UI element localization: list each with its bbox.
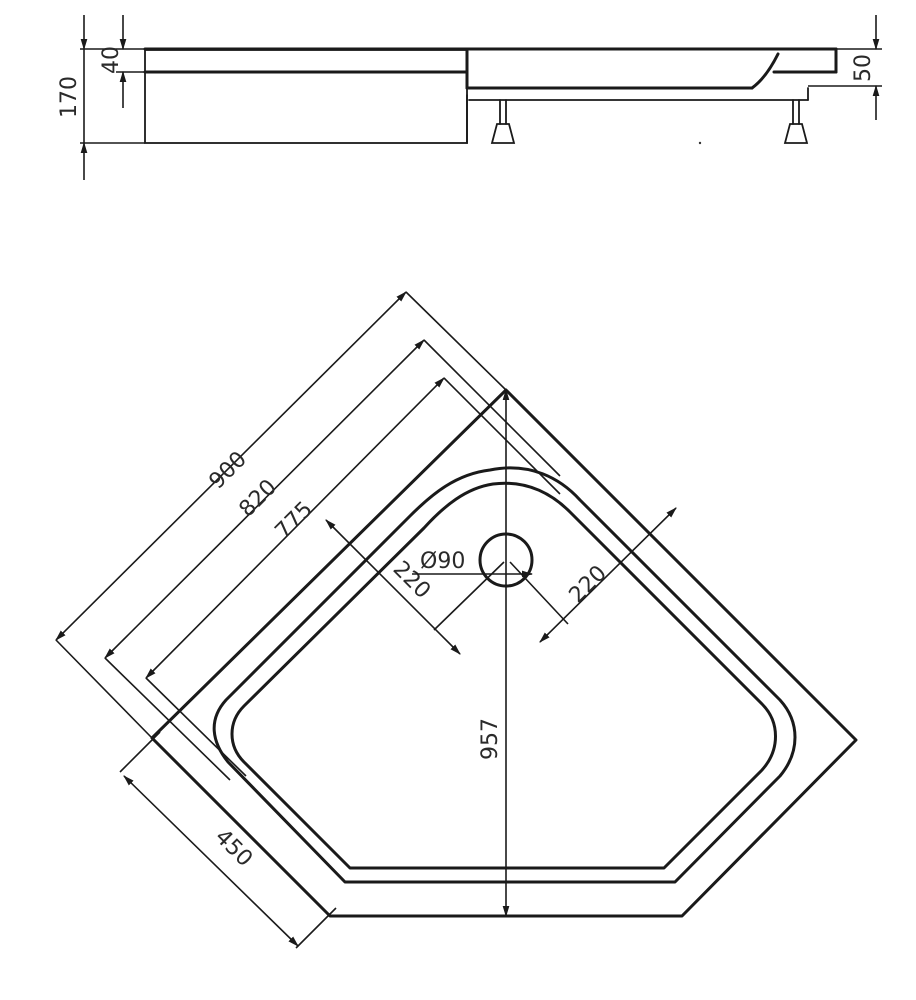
label-900: 900 — [205, 447, 252, 494]
support-leg-right — [783, 99, 809, 144]
label-diameter-90: Ø90 — [420, 549, 465, 574]
dim-drain-diameter: Ø90 — [412, 549, 534, 578]
label-50: 50 — [851, 54, 876, 82]
dim-drain-offset-right: 220 — [509, 507, 677, 643]
support-leg-left — [490, 99, 516, 144]
label-957: 957 — [478, 718, 503, 760]
label-170: 170 — [57, 76, 82, 118]
dim-total-height: 170 — [57, 15, 145, 180]
dim-diagonal: 957 — [478, 388, 510, 918]
apron-panel — [144, 49, 468, 144]
tray-basin-outline — [230, 481, 777, 870]
label-220-right: 220 — [565, 561, 612, 608]
dim-inner-side: 775 — [145, 377, 561, 777]
label-775: 775 — [271, 497, 318, 544]
label-820: 820 — [235, 475, 282, 522]
dim-rim-height: 40 — [99, 15, 145, 108]
top-view: 957 900 820 775 450 — [55, 291, 858, 949]
tray-slope — [750, 52, 780, 90]
label-40: 40 — [99, 46, 124, 74]
dim-tray-height: 50 — [808, 15, 882, 120]
label-450: 450 — [210, 825, 257, 872]
side-view: 170 40 50 — [57, 15, 882, 180]
